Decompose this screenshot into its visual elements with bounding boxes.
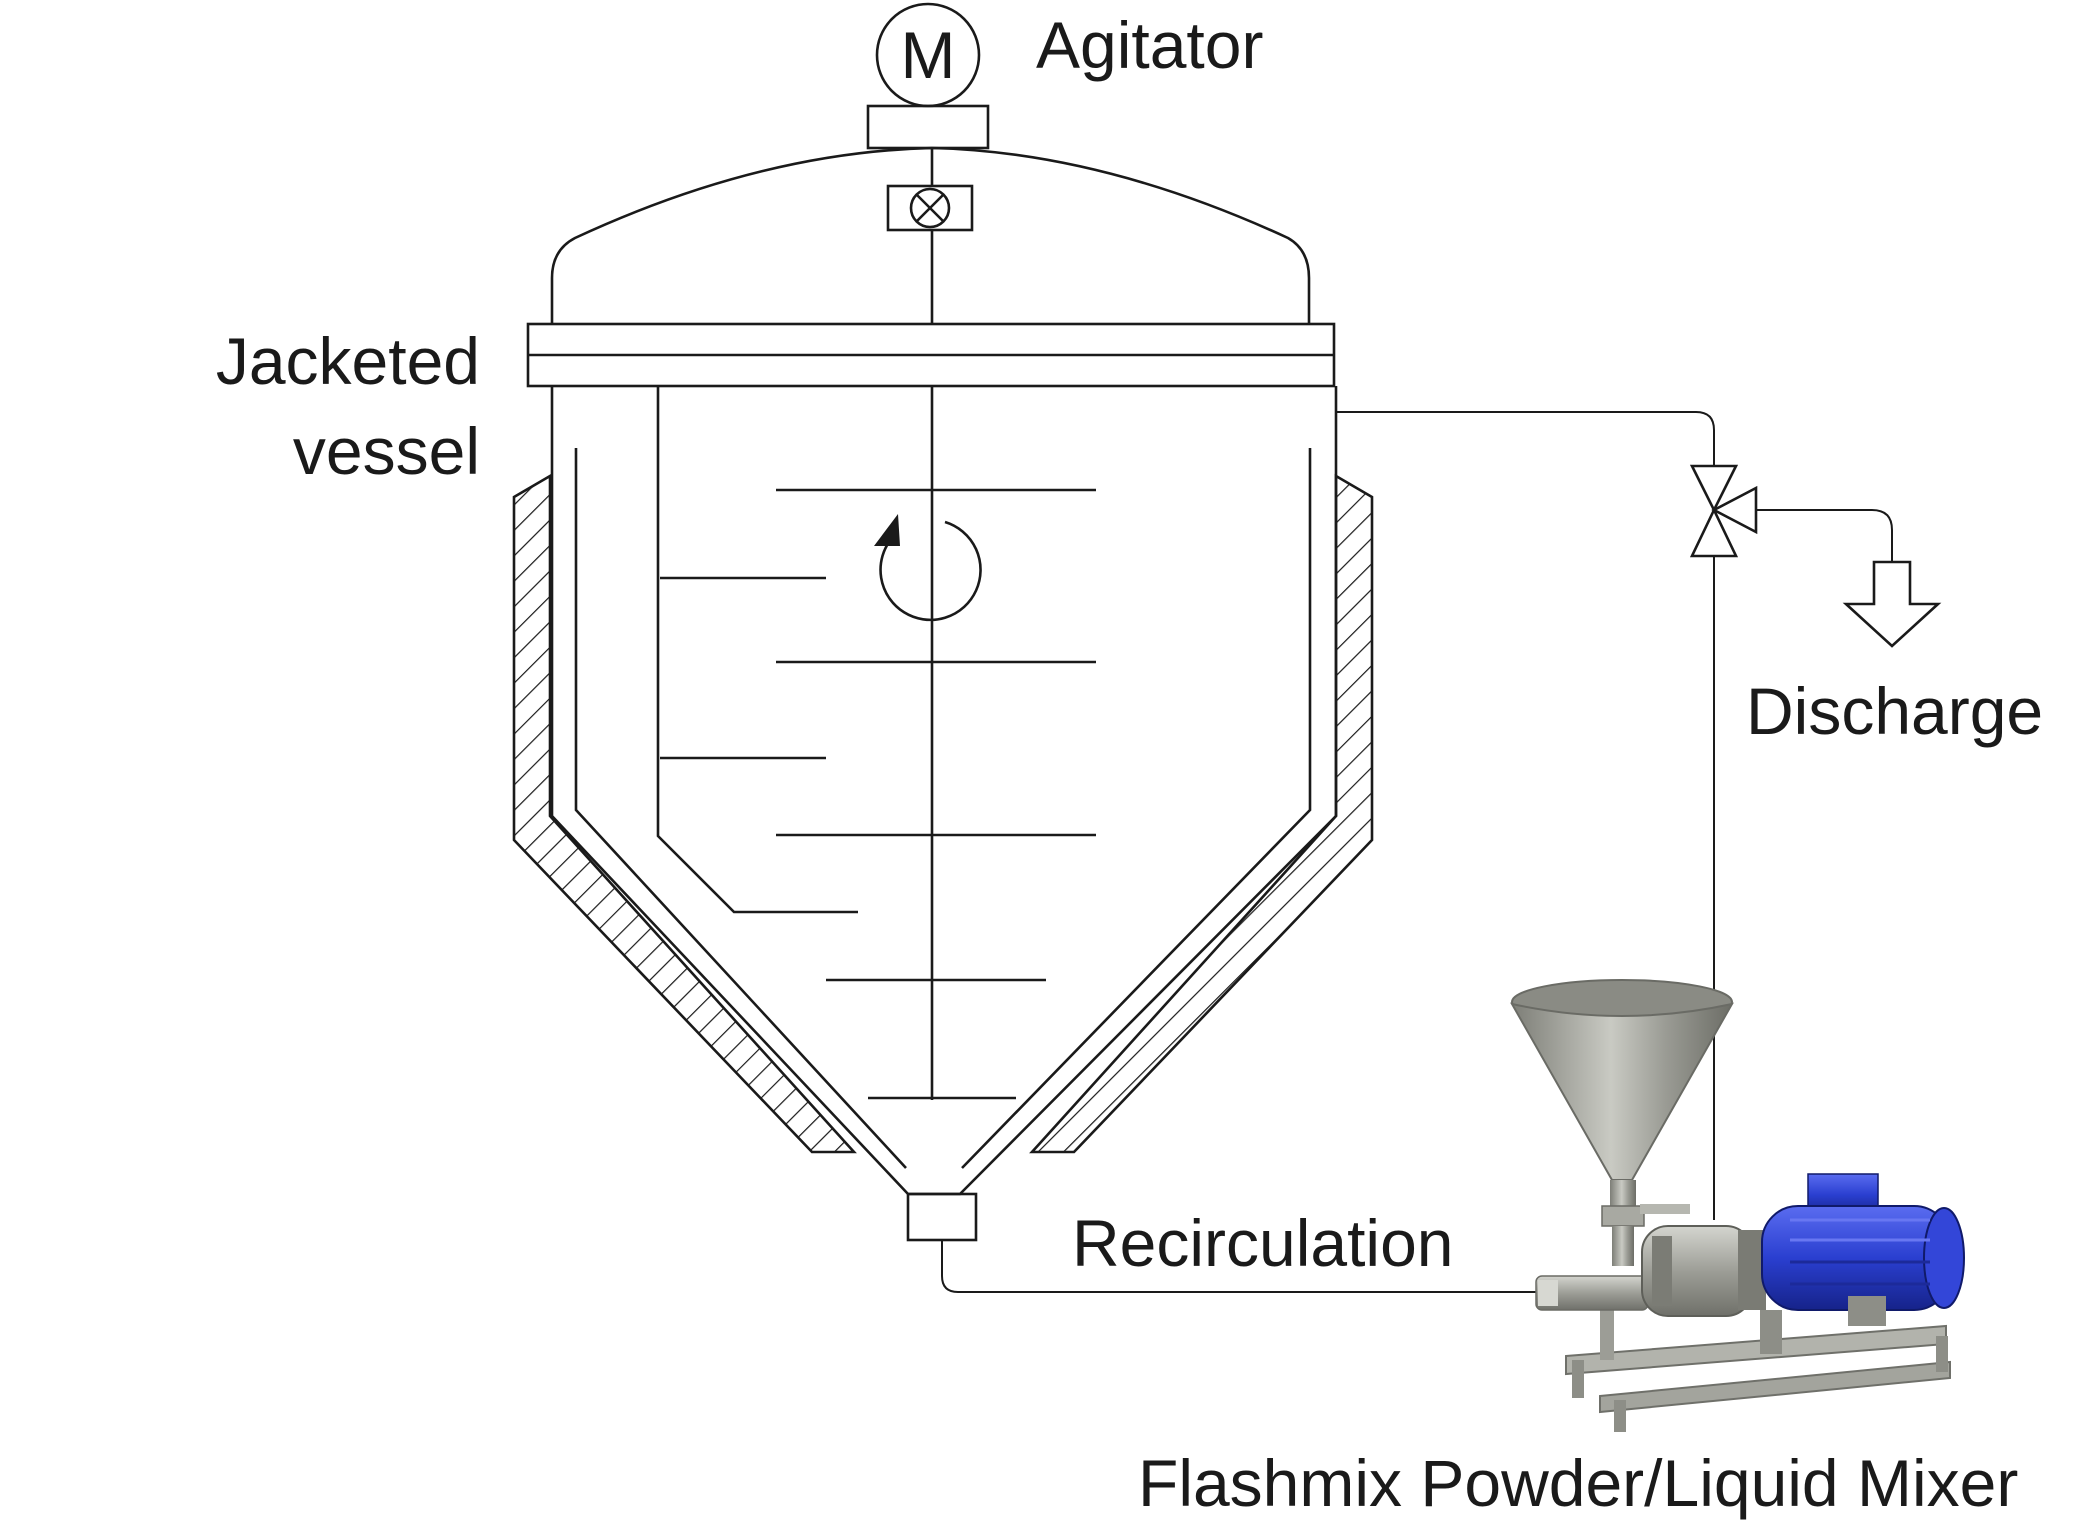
mixer-label: Flashmix Powder/Liquid Mixer xyxy=(1138,1446,2018,1520)
bottom-outlet xyxy=(906,1192,978,1242)
jacket-left xyxy=(512,473,857,1154)
motor-symbol-label: M xyxy=(901,18,956,92)
flashmix-mixer-illustration xyxy=(1510,979,1965,1432)
motor-mount xyxy=(866,104,990,150)
rotation-arrowhead-icon xyxy=(874,514,900,546)
vessel-wall-outer xyxy=(550,386,1338,1196)
agitator-label: Agitator xyxy=(1036,8,1263,82)
jacket-right xyxy=(1029,473,1374,1154)
recirculation-label: Recirculation xyxy=(1072,1206,1454,1280)
return-pipe xyxy=(1336,411,1715,466)
recirculation-pipe xyxy=(941,1240,1540,1293)
rotation-arrow-icon xyxy=(879,520,982,622)
discharge-arrow-icon xyxy=(1842,560,1942,648)
piping xyxy=(941,411,1893,1293)
jacketed-vessel xyxy=(512,146,1374,1242)
jacketed-vessel-label-line2: vessel xyxy=(293,414,480,488)
vessel-dome xyxy=(550,146,1311,324)
shaft-seal xyxy=(886,184,974,232)
seal-cross-icon xyxy=(909,187,951,229)
discharge-pipe xyxy=(1756,509,1893,562)
baffle xyxy=(656,386,858,914)
jacketed-vessel-label-line1: Jacketed xyxy=(216,324,480,398)
vessel-wall-inner xyxy=(574,448,1312,1169)
three-way-valve-icon xyxy=(1689,464,1758,558)
discharge-label: Discharge xyxy=(1746,674,2043,748)
agitator-motor: M xyxy=(866,2,990,324)
